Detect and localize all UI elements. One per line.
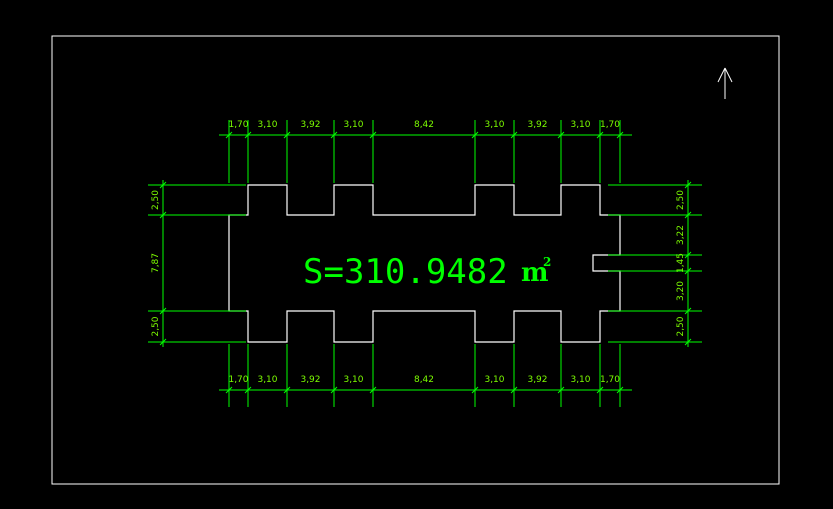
building-outline xyxy=(228,184,621,343)
dimension-label: 3,92 xyxy=(300,375,320,385)
dimension-label: 3,92 xyxy=(300,120,320,130)
dimension-tick xyxy=(225,386,233,394)
dimension-tick xyxy=(557,386,565,394)
dimension-label: 1,70 xyxy=(600,375,620,385)
dimension-label: 1,70 xyxy=(228,375,248,385)
dimension-label: 8,42 xyxy=(414,120,434,130)
dimension-label: 2,50 xyxy=(151,190,161,210)
dimension-tick xyxy=(283,131,291,139)
dimension-label: 3,10 xyxy=(570,120,590,130)
dimension-tick xyxy=(283,386,291,394)
dimension-tick xyxy=(510,386,518,394)
dimension-label: 3,92 xyxy=(527,120,547,130)
dimension-label: 8,42 xyxy=(414,375,434,385)
dimension-label: 7,87 xyxy=(151,253,161,273)
dimension-tick xyxy=(616,131,624,139)
dimension-labels: 1,70 3,10 3,92 3,10 8,42 3,10 3,92 3,10 1,70 1,70… xyxy=(151,120,686,385)
dimension-tick xyxy=(684,181,692,189)
dimension-tick xyxy=(684,307,692,315)
dimension-label: 1,45 xyxy=(676,253,686,273)
dimension-tick xyxy=(684,338,692,346)
dimension-tick xyxy=(471,131,479,139)
dimension-tick xyxy=(159,211,167,219)
dimension-tick xyxy=(684,251,692,259)
drawing-frame xyxy=(51,35,780,485)
dimension-label: 3,10 xyxy=(484,120,504,130)
dimension-tick xyxy=(369,386,377,394)
dimension-label: 3,10 xyxy=(343,120,363,130)
dimension-label: 3,10 xyxy=(570,375,590,385)
dimension-label: 3,10 xyxy=(484,375,504,385)
dimension-label: 2,50 xyxy=(151,316,161,336)
dimension-label: 1,70 xyxy=(600,120,620,130)
dimension-tick xyxy=(616,386,624,394)
dimension-tick xyxy=(596,131,604,139)
dimension-label: 1,70 xyxy=(228,120,248,130)
dimension-lines xyxy=(148,120,702,407)
dimension-tick xyxy=(225,131,233,139)
dimension-tick xyxy=(684,211,692,219)
dimension-label: 3,10 xyxy=(257,375,277,385)
dimension-tick xyxy=(510,131,518,139)
dimension-tick xyxy=(244,386,252,394)
dimension-label: 3,92 xyxy=(527,375,547,385)
dimension-tick xyxy=(330,386,338,394)
dimension-tick xyxy=(684,267,692,275)
dimension-label: 3,10 xyxy=(343,375,363,385)
dimension-label: 3,10 xyxy=(257,120,277,130)
dimension-tick xyxy=(244,131,252,139)
dimension-tick xyxy=(369,131,377,139)
dimension-tick xyxy=(330,131,338,139)
dimension-tick xyxy=(596,386,604,394)
dimension-label: 3,22 xyxy=(676,225,686,245)
dimension-label: 2,50 xyxy=(676,190,686,210)
dimension-tick xyxy=(471,386,479,394)
dimension-tick xyxy=(159,181,167,189)
dimension-label: 2,50 xyxy=(676,316,686,336)
dimension-tick xyxy=(159,338,167,346)
dimension-tick xyxy=(159,307,167,315)
area-unit: m xyxy=(521,258,549,288)
arrow-up-icon xyxy=(717,67,733,99)
area-unit-superscript: 2 xyxy=(543,255,551,269)
dimension-label: 3,20 xyxy=(676,281,686,301)
dimension-tick xyxy=(557,131,565,139)
area-label: S=310.9482 xyxy=(303,252,508,292)
